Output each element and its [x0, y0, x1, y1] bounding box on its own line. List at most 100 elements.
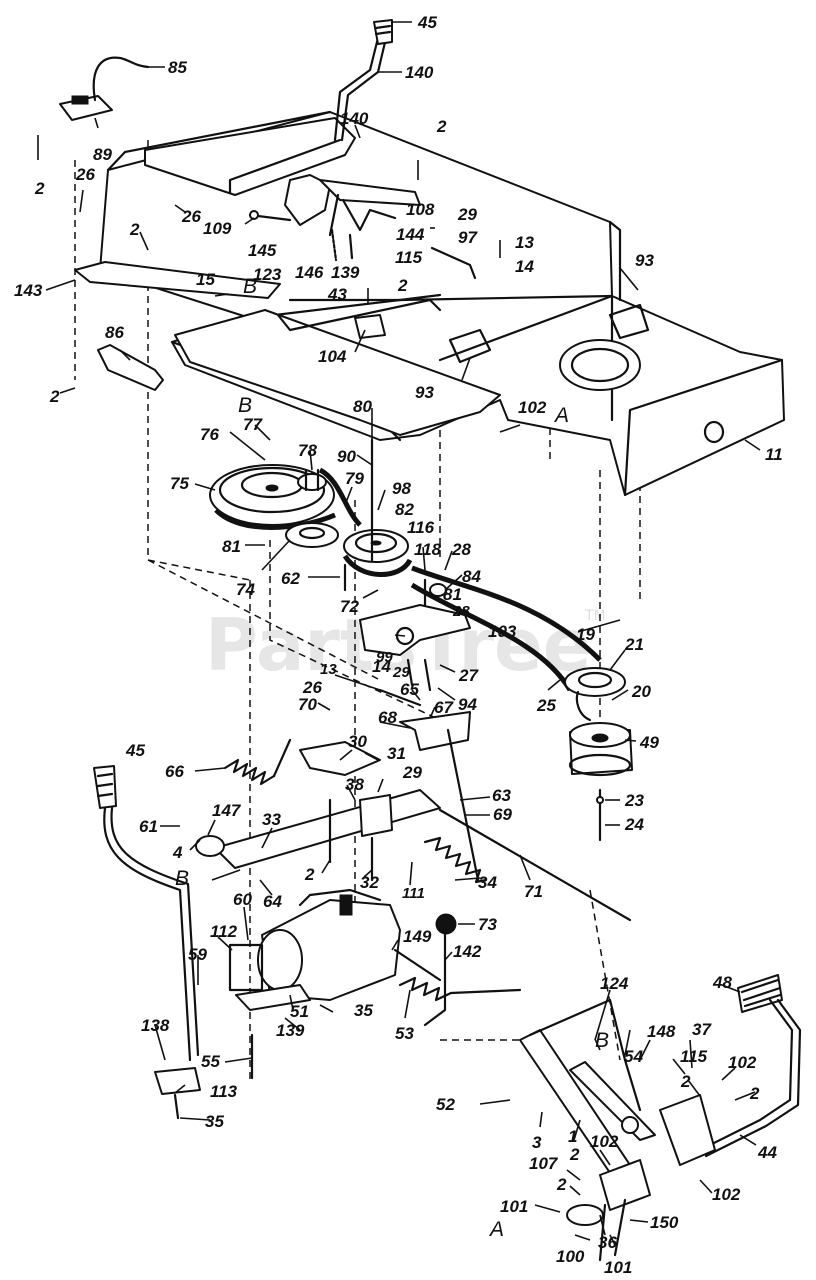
callout-label: 142 — [453, 942, 482, 961]
rod-71 — [438, 808, 632, 922]
callout-label: 71 — [524, 882, 543, 901]
callout-label: 147 — [212, 801, 242, 820]
callout-label: 111 — [402, 885, 425, 902]
callout-label: 28 — [452, 603, 470, 620]
callout-label: 2 — [397, 276, 408, 295]
callout-label: 65 — [400, 680, 419, 699]
callout-label: 79 — [345, 469, 364, 488]
callout-label: 143 — [14, 281, 43, 300]
callout-label: 75 — [170, 474, 189, 493]
callout-label: 31 — [387, 744, 406, 763]
callout-label: 102 — [518, 398, 547, 417]
callout-label: 118 — [414, 540, 442, 559]
callout-label: 115 — [680, 1047, 708, 1066]
callout-label: 116 — [407, 518, 435, 537]
brake-pedal — [659, 974, 802, 1166]
idler-bracket — [359, 578, 471, 707]
callout-label: 102 — [728, 1053, 757, 1072]
callout-label: 101 — [604, 1258, 632, 1277]
lever-mechanism — [248, 174, 477, 339]
callout-label: 15 — [196, 270, 215, 289]
callout-label: 43 — [327, 285, 347, 304]
callout-label: 66 — [165, 762, 184, 781]
callout-label: 78 — [298, 441, 317, 460]
callout-label: 109 — [203, 219, 232, 238]
callout-label: 61 — [139, 817, 158, 836]
callout-label: 148 — [647, 1022, 676, 1041]
callout-label: 115 — [395, 248, 423, 267]
callout-label: 140 — [340, 109, 369, 128]
callout-label: 36 — [598, 1233, 617, 1252]
watermark-trademark: TM — [584, 608, 606, 624]
callout-label: B — [238, 394, 252, 417]
callout-label: 51 — [290, 1002, 309, 1021]
footrest-panel — [174, 298, 501, 436]
belt-19 — [410, 565, 602, 692]
bracket-67 — [399, 711, 471, 751]
callout-label: 11 — [765, 445, 783, 464]
callout-label: 124 — [600, 974, 629, 993]
callout-label: 33 — [262, 810, 281, 829]
callout-label: 77 — [243, 415, 263, 434]
callout-label: 93 — [415, 383, 434, 402]
callout-label: 45 — [125, 741, 145, 760]
callout-label: 102 — [712, 1185, 741, 1204]
callout-label: 97 — [458, 228, 478, 247]
lever-140 — [333, 19, 393, 142]
callout-label: 146 — [295, 263, 324, 282]
callout-label: 89 — [93, 145, 112, 164]
callout-label: 38 — [345, 775, 364, 794]
callout-label: 59 — [188, 945, 207, 964]
callout-label: 48 — [712, 973, 732, 992]
callout-label: 139 — [276, 1021, 305, 1040]
callout-label: 62 — [281, 569, 300, 588]
callout-label: 2 — [34, 179, 45, 198]
pedal-assembly — [519, 998, 656, 1262]
shift-lever — [93, 765, 200, 1062]
callout-label: 26 — [75, 165, 95, 184]
callout-label: 21 — [624, 635, 644, 654]
pulley-78 — [297, 468, 327, 492]
bracket-86 — [97, 344, 164, 391]
callout-label: 76 — [200, 425, 219, 444]
transmission — [228, 888, 442, 1011]
callout-label: 30 — [348, 732, 367, 751]
callout-label: 67 — [434, 698, 454, 717]
callout-label: 85 — [168, 58, 187, 77]
callout-label: 145 — [248, 241, 277, 260]
callout-label: 72 — [340, 597, 359, 616]
callout-label: 150 — [650, 1213, 679, 1232]
callout-label: 112 — [210, 922, 238, 941]
callout-label: 3 — [532, 1133, 542, 1152]
callout-label: 23 — [624, 791, 644, 810]
callout-label: 14 — [515, 257, 534, 276]
pulley-82 — [342, 529, 413, 577]
callout-label: 26 — [181, 207, 201, 226]
callout-label: 34 — [478, 873, 497, 892]
callout-label: 19 — [576, 625, 595, 644]
callout-label: 44 — [757, 1143, 777, 1162]
callout-label: 64 — [263, 892, 282, 911]
callout-label: 70 — [298, 695, 317, 714]
seat-pan — [144, 117, 356, 196]
spring-66 — [223, 738, 292, 786]
callout-label: 25 — [536, 696, 556, 715]
callout-label: 100 — [556, 1247, 585, 1266]
callout-label: 4 — [172, 843, 183, 862]
bracket-143 — [74, 261, 281, 299]
callout-label: 32 — [360, 873, 379, 892]
callout-label: 139 — [331, 263, 360, 282]
callout-label: 63 — [492, 786, 511, 805]
callout-label: 90 — [337, 447, 356, 466]
callout-label: 81 — [222, 537, 241, 556]
callout-label: 84 — [462, 567, 481, 586]
callout-label: 13 — [515, 233, 534, 252]
belt-79 — [318, 467, 362, 527]
callout-label: 69 — [493, 805, 512, 824]
callout-label: 82 — [395, 500, 414, 519]
spring-34 — [423, 836, 488, 884]
callout-label: 2 — [556, 1175, 567, 1194]
callout-label: B — [595, 1029, 609, 1052]
callout-label: 52 — [436, 1095, 455, 1114]
